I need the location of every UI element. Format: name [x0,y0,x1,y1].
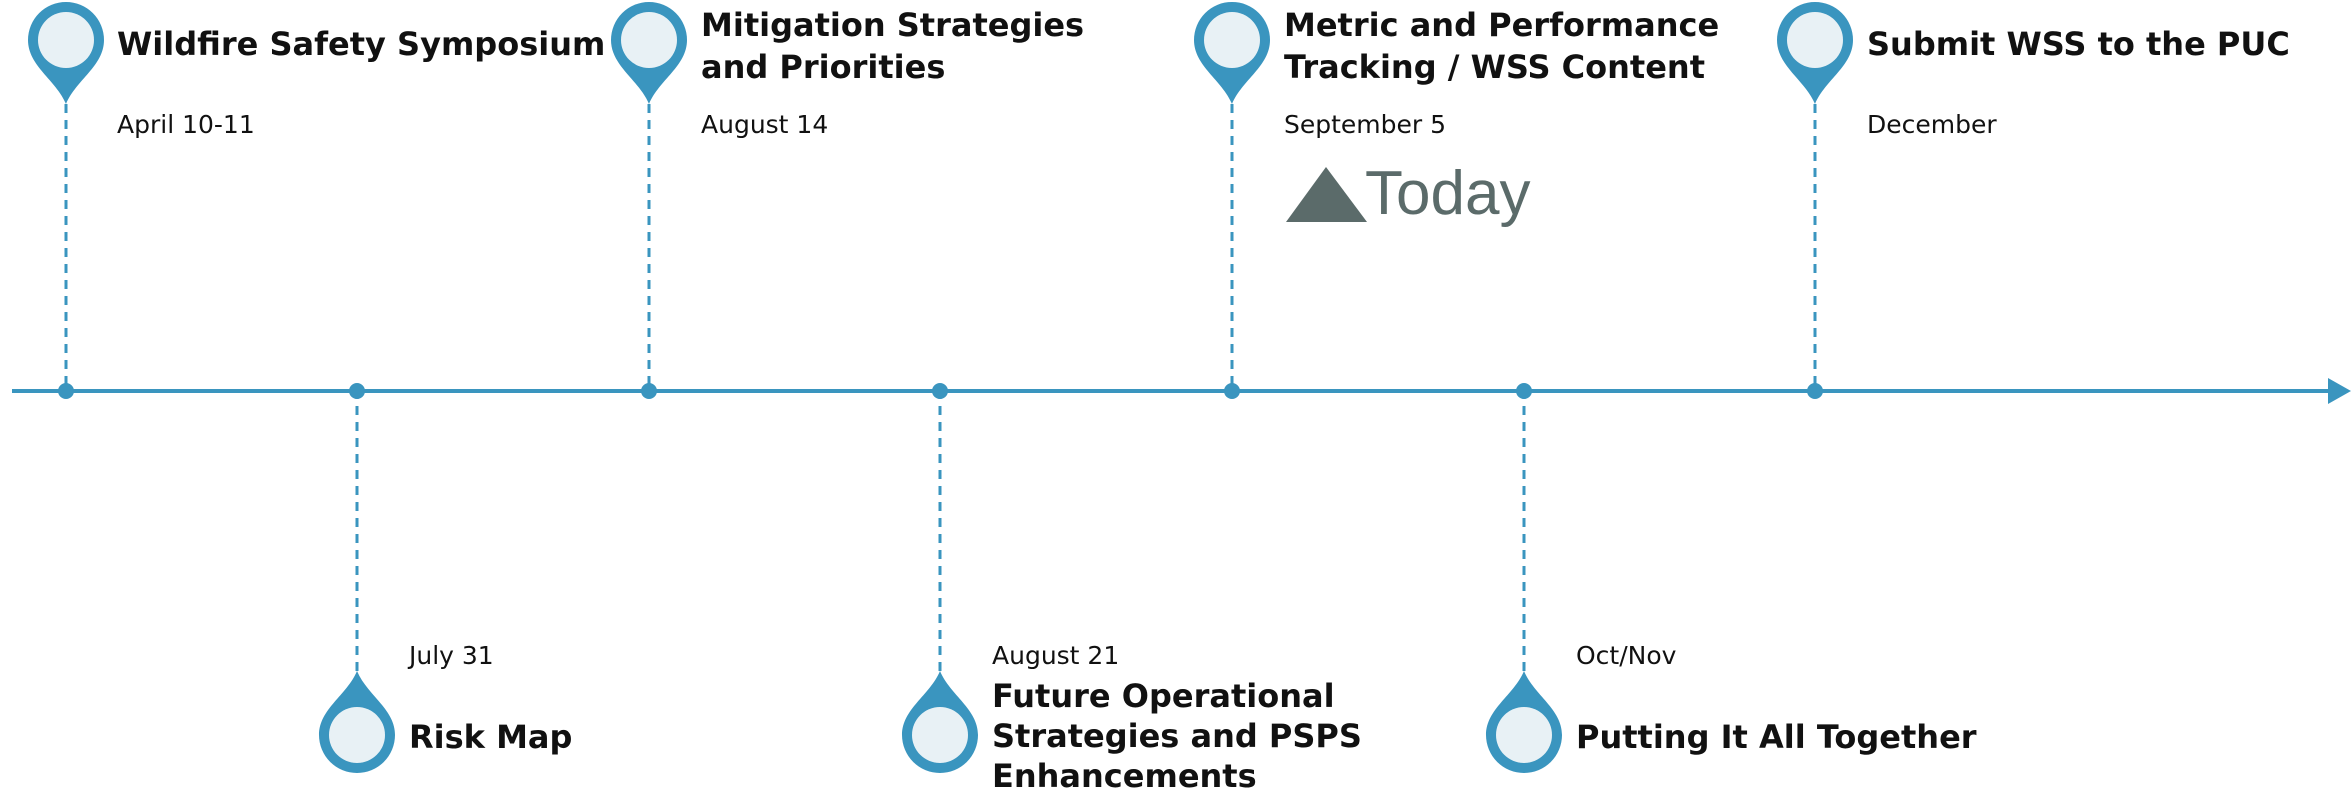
timeline-dots [58,383,1823,399]
timeline-arrow-head [2328,378,2351,404]
milestone-title-future-ops: Future Operational Strategies and PSPS E… [992,677,1362,795]
timeline-dot-symposium [58,383,74,399]
milestone-date-metrics: September 5 [1284,110,1447,139]
timeline-dot-metrics [1224,383,1240,399]
timeline-dot-mitigation [641,383,657,399]
map-pin-icon [1194,1,1271,104]
milestone-date-symposium: April 10-11 [117,110,255,139]
map-pin-icon [902,671,978,773]
timeline-dot-future-ops [932,383,948,399]
today-triangle-icon [1286,167,1367,222]
milestone-title-symposium: Wildfire Safety Symposium [117,25,606,63]
milestone-date-mitigation: August 14 [701,110,829,139]
map-pin-icon [28,2,104,104]
map-pin-icon [1777,2,1853,104]
timeline-dot-risk-map [349,383,365,399]
map-pin-icons [28,1,1853,773]
milestone-title-together: Putting It All Together [1576,718,1977,756]
milestone-title-mitigation: Mitigation Strategies and Priorities [701,6,1085,86]
timeline-dot-submit [1807,383,1823,399]
map-pin-icon [1486,671,1562,773]
milestone-title-risk-map: Risk Map [409,718,573,756]
map-pin-icon [611,2,687,104]
milestone-date-together: Oct/Nov [1576,641,1677,670]
milestone-date-future-ops: August 21 [992,641,1120,670]
milestone-date-submit: December [1867,110,1997,139]
timeline-dot-together [1516,383,1532,399]
map-pin-icon [319,671,395,773]
today-marker-label: Today [1365,159,1531,228]
milestone-date-risk-map: July 31 [409,641,494,670]
milestone-title-metrics: Metric and Performance Tracking / WSS Co… [1284,6,1720,86]
milestone-title-submit: Submit WSS to the PUC [1867,25,2290,63]
